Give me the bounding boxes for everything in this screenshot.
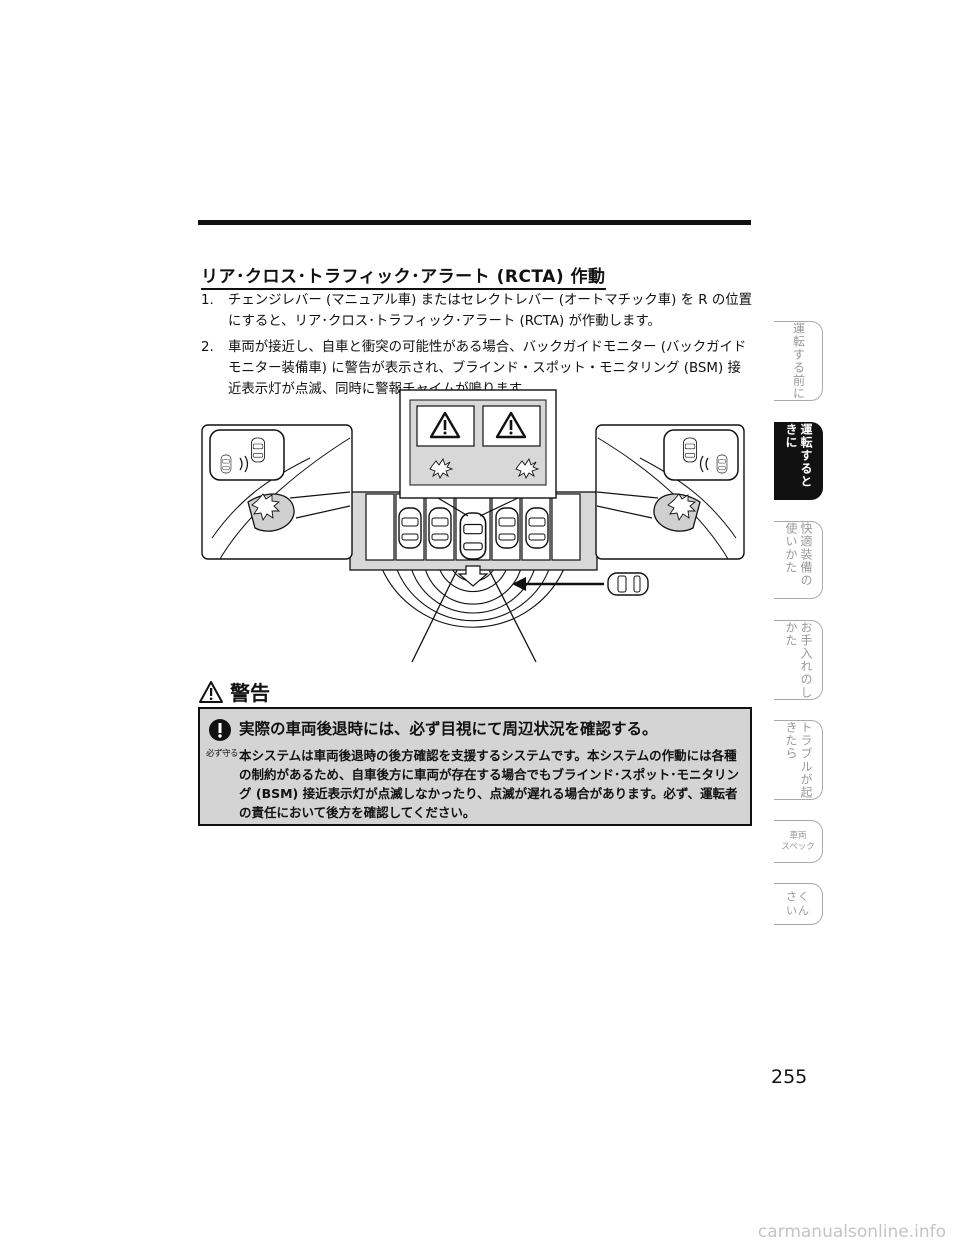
tab-label: さく いん (774, 884, 822, 924)
top-rule (198, 220, 751, 225)
warning-box: 必ず守る 実際の車両後退時には、必ず目視にて周辺状況を確認する。 本システムは車… (198, 707, 752, 826)
section-title: リア･クロス･トラフィック･アラート (RCTA) 作動 (201, 262, 606, 290)
warning-triangle-icon (199, 680, 223, 703)
step-text: 車両が接近し、自車と衝突の可能性がある場合、バックガイドモニター (バックガイド… (228, 340, 747, 397)
tab-specifications[interactable]: 車両 スペック (774, 820, 823, 863)
page-number: 255 (771, 1066, 808, 1088)
tab-before-driving[interactable]: 運転する前に (774, 321, 823, 401)
step-item: 1. チェンジレバー (マニュアル車) またはセレクトレバー (オートマチック車… (201, 290, 754, 332)
step-number: 1. (201, 293, 214, 308)
tab-label: トラブルが起きたら (784, 721, 813, 799)
tab-label: 車両 スペック (774, 821, 822, 862)
tab-label-line: いん (786, 904, 810, 917)
tab-while-driving[interactable]: 運転するときに (774, 422, 823, 500)
mandatory-label: 必ず守る (206, 749, 239, 759)
step-item: 2. 車両が接近し、自車と衝突の可能性がある場合、バックガイドモニター (バック… (201, 337, 754, 400)
step-text: チェンジレバー (マニュアル車) またはセレクトレバー (オートマチック車) を… (228, 293, 753, 329)
mandatory-action-icon (209, 719, 231, 741)
warning-header: 警告 (198, 677, 270, 706)
tab-maintenance[interactable]: お手入れのしかた (774, 620, 823, 700)
radar-arcs (379, 563, 567, 628)
tab-label-line: さく (786, 890, 810, 903)
warning-heading: 実際の車両後退時には、必ず目視にて周辺状況を確認する。 (239, 720, 658, 738)
warning-title: 警告 (230, 681, 270, 705)
tab-label: お手入れのしかた (784, 621, 813, 699)
tab-label-line: 車両 (789, 830, 807, 841)
rcta-illustration (201, 389, 745, 663)
tab-label: 運転するときに (784, 423, 813, 488)
tab-label: 快適装備の使いかた (784, 522, 813, 587)
watermark: carmanualsonline.info (757, 1222, 946, 1242)
tab-comfort-features[interactable]: 快適装備の使いかた (774, 521, 823, 599)
tab-troubleshooting[interactable]: トラブルが起きたら (774, 720, 823, 800)
steps-list: 1. チェンジレバー (マニュアル車) またはセレクトレバー (オートマチック車… (201, 290, 754, 405)
tab-index[interactable]: さく いん (774, 883, 823, 925)
step-number: 2. (201, 340, 214, 355)
tab-label: 運転する前に (791, 322, 806, 400)
warning-body: 本システムは車両後退時の後方確認を支援するシステムです。本システムの作動には各種… (239, 748, 740, 820)
tab-label-line: スペック (781, 841, 815, 852)
